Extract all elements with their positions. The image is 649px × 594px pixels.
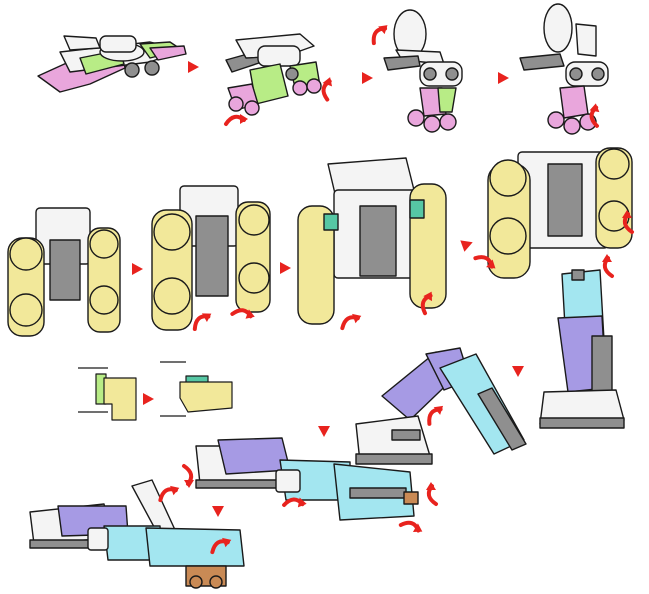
- rotate-arrow-icon: [424, 480, 438, 506]
- jet-step-3: [383, 9, 463, 133]
- jet-step-1: [37, 35, 187, 93]
- peg-detail-1: [78, 367, 137, 421]
- step-arrow-icon: [498, 72, 509, 84]
- rotate-arrow-icon: [154, 481, 184, 503]
- peg-detail-2: [160, 361, 233, 417]
- step-arrow-icon: [512, 366, 524, 377]
- step-arrow-icon: [362, 72, 373, 84]
- torso-step-4: [487, 147, 633, 279]
- torso-step-2: [151, 185, 271, 331]
- rotate-arrow-icon: [224, 112, 250, 126]
- rotate-arrow-icon: [187, 307, 216, 331]
- rotate-arrow-icon: [336, 309, 366, 331]
- step-arrow-icon: [460, 236, 475, 252]
- rotate-arrow-icon: [420, 400, 449, 426]
- step-arrow-icon: [280, 262, 291, 274]
- step-arrow-icon: [318, 426, 330, 437]
- rotate-arrow-icon: [182, 464, 196, 490]
- torso-step-1: [7, 207, 121, 337]
- torso-step-3: [297, 157, 447, 325]
- leg-lying-1: [195, 437, 419, 521]
- step-arrow-icon: [188, 61, 199, 73]
- rotate-arrow-icon: [398, 514, 427, 538]
- rotate-arrow-icon: [600, 252, 614, 278]
- step-arrow-icon: [132, 263, 143, 275]
- leg-kneeling: [355, 347, 527, 465]
- jet-step-2: [225, 33, 322, 116]
- jet-step-4: [519, 3, 609, 135]
- step-arrow-icon: [143, 393, 154, 405]
- leg-standing: [539, 269, 625, 429]
- step-arrow-icon: [212, 506, 224, 517]
- rotate-arrow-icon: [365, 19, 393, 46]
- leg-lying-2: [29, 479, 245, 589]
